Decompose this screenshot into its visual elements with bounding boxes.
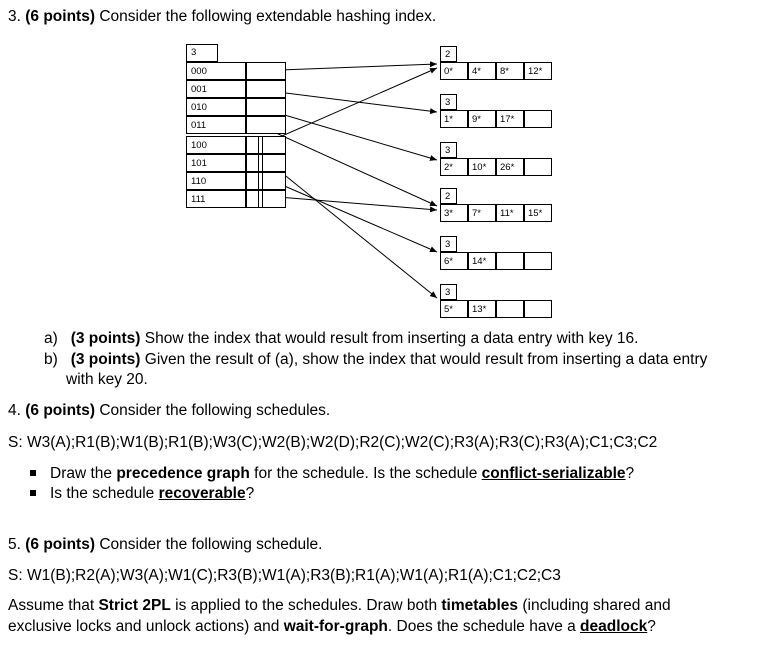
bucket-3-slot: 15* bbox=[524, 204, 552, 222]
bucket-5-slot bbox=[496, 300, 524, 318]
q5-schedule: S: W1(B);R2(A);W3(A);W1(C);R3(B);W1(A);R… bbox=[8, 567, 561, 584]
pointer-100 bbox=[265, 67, 438, 144]
bucket-3-slot: 11* bbox=[496, 204, 524, 222]
bullet-icon bbox=[30, 489, 36, 496]
pointer-101 bbox=[265, 159, 438, 299]
bucket-0-slot: 0* bbox=[440, 62, 468, 80]
bucket-3-slot: 3* bbox=[440, 204, 468, 222]
bucket-4-slot bbox=[524, 252, 552, 270]
dir-entry-001: 001 bbox=[186, 80, 246, 98]
bucket-2-slot: 26* bbox=[496, 158, 524, 176]
q3-points: (6 points) bbox=[25, 8, 95, 25]
dir-entry-110: 110 bbox=[186, 172, 246, 190]
bucket-5-local-depth: 3 bbox=[440, 284, 457, 300]
bucket-4-slot: 6* bbox=[440, 252, 468, 270]
bullet-icon bbox=[30, 469, 36, 476]
dir-pointer-101 bbox=[246, 154, 286, 172]
q3-text: Consider the following extendable hashin… bbox=[99, 8, 437, 25]
bucket-1-slot: 1* bbox=[440, 110, 468, 128]
bucket-0-slot: 8* bbox=[496, 62, 524, 80]
bucket-1-slot: 9* bbox=[468, 110, 496, 128]
bucket-5-slot: 13* bbox=[468, 300, 496, 318]
bucket-5-slot bbox=[524, 300, 552, 318]
dir-entry-010: 010 bbox=[186, 98, 246, 116]
dir-entry-111: 111 bbox=[186, 190, 246, 208]
q3-heading: 3. (6 points) Consider the following ext… bbox=[8, 8, 436, 26]
bucket-4-slot: 14* bbox=[468, 252, 496, 270]
q3-number: 3. bbox=[8, 8, 21, 25]
q5-paragraph-line2: exclusive locks and unlock actions) and … bbox=[8, 618, 656, 635]
q4-bullet-1: Draw the precedence graph for the schedu… bbox=[30, 465, 634, 483]
bucket-2-slot: 10* bbox=[468, 158, 496, 176]
dir-pointer-001 bbox=[246, 80, 286, 98]
bucket-3-slot: 7* bbox=[468, 204, 496, 222]
bucket-1-slot: 17* bbox=[496, 110, 524, 128]
dir-entry-011: 011 bbox=[186, 116, 246, 134]
bucket-2-slot bbox=[524, 158, 552, 176]
bucket-4-slot bbox=[496, 252, 524, 270]
bucket-3-local-depth: 2 bbox=[440, 188, 457, 204]
bucket-0-local-depth: 2 bbox=[440, 46, 457, 62]
bucket-2-slot: 2* bbox=[440, 158, 468, 176]
dir-pointer-110 bbox=[246, 172, 286, 190]
q5-heading: 5. (6 points) Consider the following sch… bbox=[8, 536, 323, 553]
dir-entry-100: 100 bbox=[186, 136, 246, 154]
dir-pointer-000 bbox=[246, 62, 286, 80]
q4-heading: 4. (6 points) Consider the following sch… bbox=[8, 402, 331, 419]
bucket-5-slot: 5* bbox=[440, 300, 468, 318]
q4-schedule: S: W3(A);R1(B);W1(B);R1(B);W3(C);W2(B);W… bbox=[8, 434, 658, 451]
q5-paragraph-line1: Assume that Strict 2PL is applied to the… bbox=[8, 597, 671, 614]
q3-part-b-cont: with key 20. bbox=[66, 371, 148, 388]
dir-entry-000: 000 bbox=[186, 62, 246, 80]
bucket-1-local-depth: 3 bbox=[440, 94, 457, 110]
dir-pointer-111 bbox=[246, 190, 286, 208]
q4-bullet-2: Is the schedule recoverable? bbox=[30, 485, 254, 503]
bucket-0-slot: 12* bbox=[524, 62, 552, 80]
dir-entry-101: 101 bbox=[186, 154, 246, 172]
dir-pointer-010 bbox=[246, 98, 286, 116]
bucket-1-slot bbox=[524, 110, 552, 128]
bucket-0-slot: 4* bbox=[468, 62, 496, 80]
pointer-111 bbox=[265, 195, 438, 213]
global-depth: 3 bbox=[186, 44, 218, 62]
pointer-110 bbox=[265, 177, 438, 253]
bucket-4-local-depth: 3 bbox=[440, 236, 457, 252]
dir-pointer-011 bbox=[246, 116, 286, 134]
dir-pointer-100 bbox=[246, 136, 286, 154]
q3-part-a: a) (3 points) Show the index that would … bbox=[44, 330, 639, 347]
bucket-2-local-depth: 3 bbox=[440, 142, 457, 158]
q3-part-b: b) (3 points) Given the result of (a), s… bbox=[44, 351, 708, 368]
